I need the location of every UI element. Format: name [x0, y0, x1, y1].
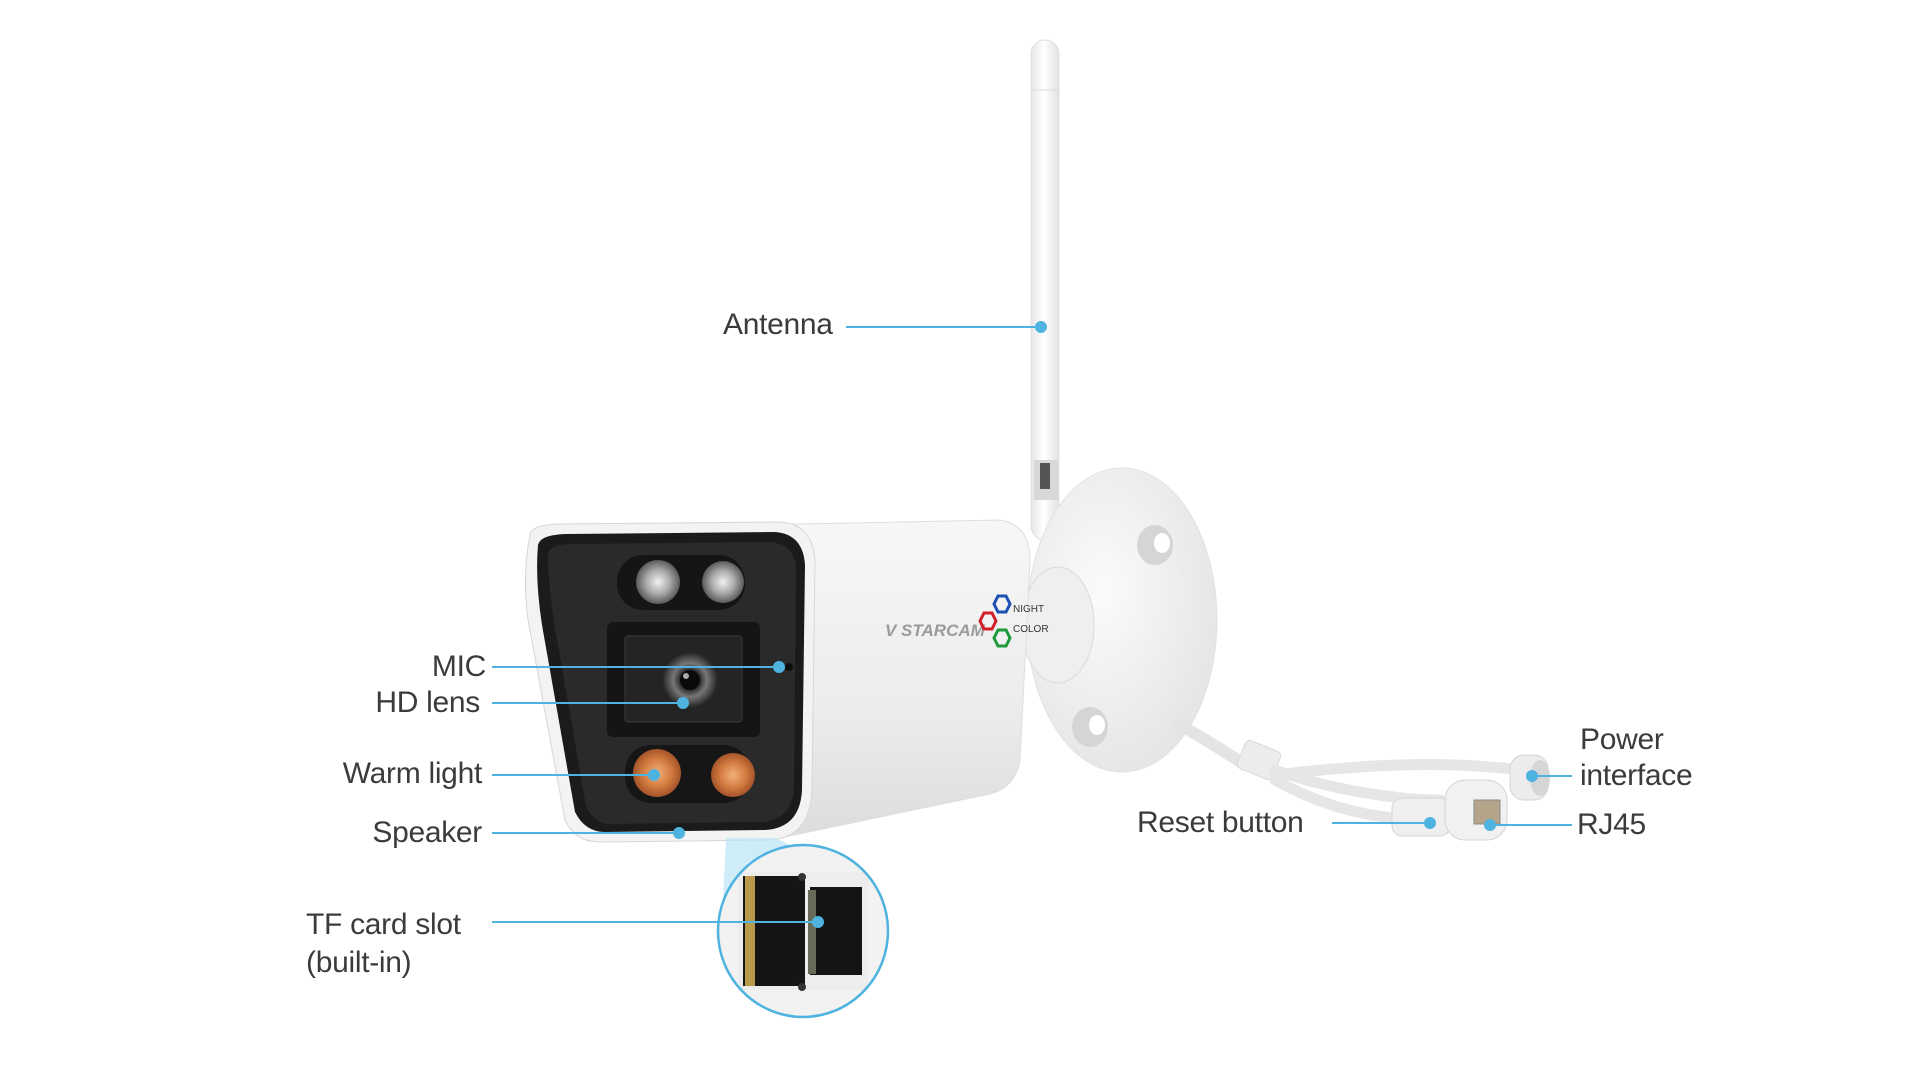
wall-mount [1021, 467, 1218, 773]
brand-logo: V STARCAM [885, 621, 986, 640]
antenna-shape [1030, 39, 1060, 541]
speaker-label: Speaker [372, 816, 482, 849]
rj45-label: RJ45 [1577, 808, 1646, 841]
mic-label: MIC [431, 650, 486, 683]
hd-lens-label: HD lens [375, 686, 480, 719]
night-color-badge: NIGHT COLOR [978, 594, 1049, 648]
callout-lines [492, 321, 1572, 928]
tf-card-inset [716, 838, 890, 1019]
warm-light-label: Warm light [342, 757, 483, 790]
tf-card-slot-label: TF card slot (built-in) [306, 908, 461, 979]
svg-text:COLOR: COLOR [1013, 624, 1049, 635]
camera-body [524, 519, 1031, 843]
antenna-label: Antenna [723, 308, 833, 341]
reset-button-label: Reset button [1137, 806, 1304, 839]
svg-text:NIGHT: NIGHT [1013, 604, 1044, 615]
power-interface-label: Power interface [1580, 723, 1693, 792]
svg-text:V STARCAM: V STARCAM [885, 621, 986, 640]
cable [1174, 719, 1550, 841]
